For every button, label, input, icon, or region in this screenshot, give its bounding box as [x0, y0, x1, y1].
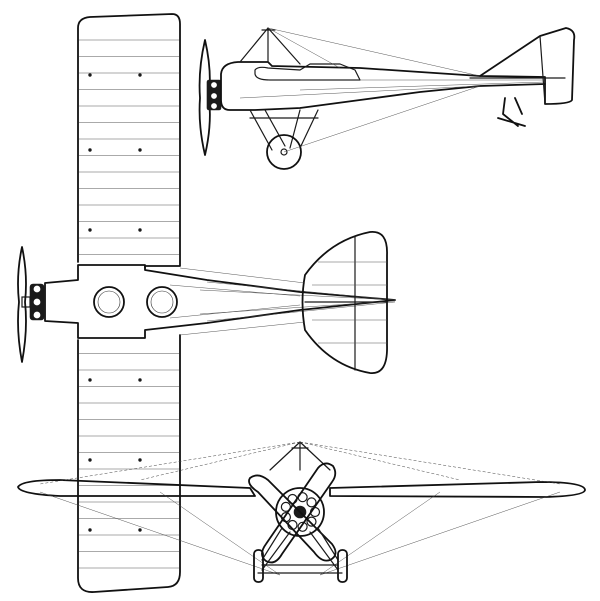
front-wing-right [329, 481, 586, 498]
plan-fuselage [44, 264, 396, 339]
plan-wing-ribs [79, 39, 179, 569]
front-pylon [269, 441, 331, 471]
plan-spar-mark [88, 228, 92, 232]
plan-wing-outline [77, 13, 181, 593]
plan-rear-cockpit-rim [150, 290, 174, 314]
side-view [198, 27, 576, 170]
plan-spar-mark [138, 378, 142, 382]
plan-front-cockpit [93, 286, 125, 318]
side-engine [206, 79, 222, 111]
plan-rear-cockpit [146, 286, 178, 318]
front-lower-wires [39, 491, 561, 576]
side-cockpit-deck [254, 63, 361, 81]
side-bracing [267, 27, 481, 153]
front-engine-cylinder [306, 497, 317, 508]
side-pylon [239, 27, 301, 65]
side-longerons [239, 79, 546, 99]
plan-tailplane [301, 231, 388, 374]
side-wheel [266, 134, 302, 170]
front-wing-left [17, 479, 256, 497]
front-upper-wires [39, 441, 561, 485]
front-wheel-right [337, 549, 348, 583]
plan-spar-mark [138, 148, 142, 152]
plan-engine [21, 283, 45, 321]
plan-spar-mark [88, 148, 92, 152]
plan-spar-mark [88, 528, 92, 532]
side-fuselage [220, 61, 546, 111]
plan-spar-mark [138, 73, 142, 77]
plan-bracing-wires [179, 267, 306, 336]
side-rudder-hinge [539, 35, 546, 105]
plan-spar-mark [88, 378, 92, 382]
plan-elevator-hinge [304, 235, 388, 371]
front-view [17, 441, 586, 583]
plan-fuselage-longerons [169, 281, 396, 322]
plan-spar-mark [138, 458, 142, 462]
front-engine-cylinder [306, 516, 317, 527]
plan-view [17, 13, 396, 593]
side-fin-rudder [479, 27, 576, 105]
plan-tail-ribs [312, 261, 387, 344]
plan-propeller [17, 246, 27, 363]
side-wheel-hub [280, 148, 288, 156]
plan-spar-mark [88, 73, 92, 77]
side-undercarriage [249, 109, 319, 151]
side-tail-skid [497, 97, 526, 127]
plan-spar-mark [138, 528, 142, 532]
plan-front-cockpit-rim [97, 290, 121, 314]
plan-wing-spar-marks [88, 73, 142, 532]
plan-spar-mark [138, 228, 142, 232]
front-wheel-left [253, 549, 264, 583]
plan-spar-mark [88, 458, 92, 462]
front-undercarriage [261, 527, 339, 571]
